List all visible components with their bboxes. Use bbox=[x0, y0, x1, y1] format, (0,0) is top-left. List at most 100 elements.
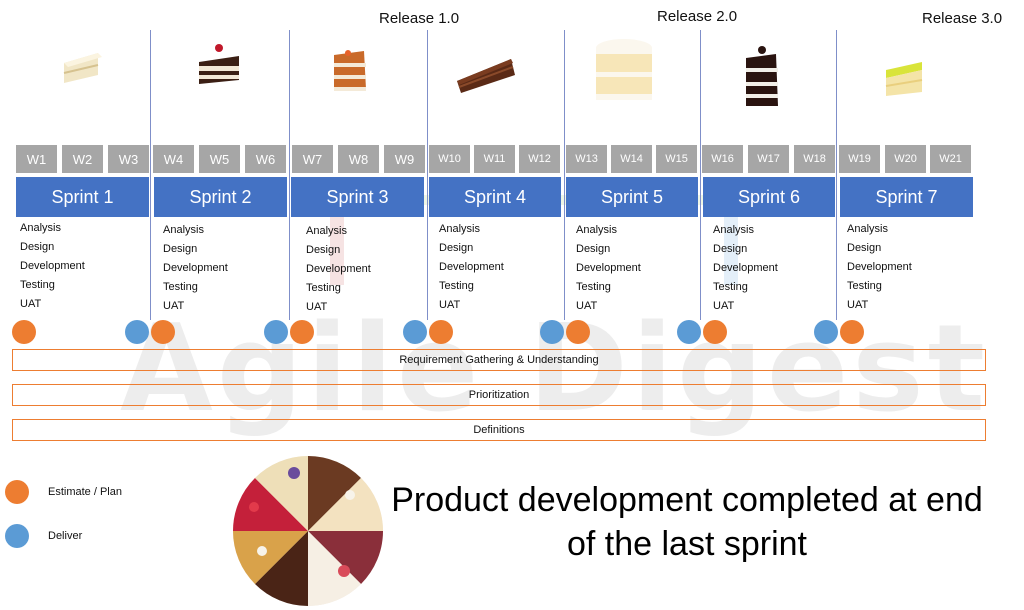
sprint-5-bar: Sprint 5 bbox=[566, 177, 698, 217]
activity-item: Design bbox=[847, 242, 882, 254]
sprint-2-bar: Sprint 2 bbox=[154, 177, 287, 217]
release-2-label: Release 2.0 bbox=[657, 8, 738, 25]
week-box: W3 bbox=[108, 145, 149, 173]
cake-slice-image bbox=[746, 46, 778, 106]
week-box: W1 bbox=[16, 145, 57, 173]
activity-item: Analysis bbox=[847, 223, 888, 235]
legend-estimate-label: Estimate / Plan bbox=[48, 486, 122, 498]
activity-item: Design bbox=[713, 243, 748, 255]
deliver-dot bbox=[677, 320, 701, 344]
week-box: W7 bbox=[292, 145, 333, 173]
week-box: W8 bbox=[338, 145, 379, 173]
activity-item: Development bbox=[306, 263, 371, 275]
deliver-dot bbox=[540, 320, 564, 344]
sprint-divider bbox=[564, 30, 565, 320]
activity-item: UAT bbox=[576, 300, 598, 312]
activity-item: Development bbox=[847, 261, 912, 273]
release-3-label: Release 3.0 bbox=[922, 10, 1003, 27]
deliver-dot bbox=[264, 320, 288, 344]
week-box: W10 bbox=[429, 145, 470, 173]
sprint-divider bbox=[289, 30, 290, 320]
activity-item: Development bbox=[439, 261, 504, 273]
week-box: W13 bbox=[566, 145, 607, 173]
week-box: W15 bbox=[656, 145, 697, 173]
activity-item: UAT bbox=[20, 298, 42, 310]
sprint-divider bbox=[700, 30, 701, 320]
deliver-dot bbox=[403, 320, 427, 344]
activity-item: Development bbox=[20, 260, 85, 272]
legend-deliver-label: Deliver bbox=[48, 530, 83, 542]
week-box: W14 bbox=[611, 145, 652, 173]
activity-list: Analysis Design Development Testing UAT bbox=[439, 220, 504, 315]
activity-item: Testing bbox=[847, 280, 882, 292]
week-box: W21 bbox=[930, 145, 971, 173]
activity-item: Analysis bbox=[20, 222, 61, 234]
activity-item: Development bbox=[713, 262, 778, 274]
activity-item: Analysis bbox=[306, 225, 347, 237]
sprint-1-bar: Sprint 1 bbox=[16, 177, 149, 217]
activity-list: Analysis Design Development Testing UAT bbox=[20, 219, 85, 314]
activity-item: Testing bbox=[576, 281, 611, 293]
deliver-dot bbox=[814, 320, 838, 344]
activity-item: Analysis bbox=[576, 224, 617, 236]
activity-item: Design bbox=[163, 243, 198, 255]
sprint-4-bar: Sprint 4 bbox=[429, 177, 561, 217]
legend-estimate-dot bbox=[5, 480, 29, 504]
activity-item: Analysis bbox=[163, 224, 204, 236]
activity-item: UAT bbox=[847, 299, 869, 311]
activity-item: Testing bbox=[439, 280, 474, 292]
sprint-divider bbox=[150, 30, 151, 320]
cake-slice-image bbox=[63, 53, 102, 83]
requirement-band: Requirement Gathering & Understanding bbox=[12, 349, 986, 371]
week-box: W16 bbox=[702, 145, 743, 173]
activity-item: Testing bbox=[306, 282, 341, 294]
activity-list: Analysis Design Development Testing UAT bbox=[576, 221, 641, 316]
activity-list: Analysis Design Development Testing UAT bbox=[713, 221, 778, 316]
activity-item: Development bbox=[163, 262, 228, 274]
cake-slice-image bbox=[596, 39, 652, 100]
estimate-dot bbox=[290, 320, 314, 344]
activity-item: Design bbox=[306, 244, 341, 256]
activity-item: Analysis bbox=[439, 223, 480, 235]
activity-item: UAT bbox=[163, 300, 185, 312]
estimate-dot bbox=[12, 320, 36, 344]
activity-list: Analysis Design Development Testing UAT bbox=[847, 220, 912, 315]
activity-item: UAT bbox=[713, 300, 735, 312]
activity-item: Testing bbox=[713, 281, 748, 293]
activity-item: UAT bbox=[439, 299, 461, 311]
activity-list: Analysis Design Development Testing UAT bbox=[306, 222, 371, 317]
cake-slice-image bbox=[885, 62, 923, 96]
legend-deliver-dot bbox=[5, 524, 29, 548]
release-1-label: Release 1.0 bbox=[379, 10, 460, 27]
activity-item: Testing bbox=[20, 279, 55, 291]
sprint-divider bbox=[836, 30, 837, 320]
week-box: W17 bbox=[748, 145, 789, 173]
activity-item: Design bbox=[439, 242, 474, 254]
week-box: W9 bbox=[384, 145, 425, 173]
week-box: W6 bbox=[245, 145, 286, 173]
week-box: W4 bbox=[153, 145, 194, 173]
week-box: W12 bbox=[519, 145, 560, 173]
cake-slice-image bbox=[334, 50, 366, 91]
cake-platter-image bbox=[233, 456, 383, 606]
sprint-6-bar: Sprint 6 bbox=[703, 177, 835, 217]
week-box: W11 bbox=[474, 145, 515, 173]
week-box: W2 bbox=[62, 145, 103, 173]
estimate-dot bbox=[566, 320, 590, 344]
activity-item: Testing bbox=[163, 281, 198, 293]
sprint-divider bbox=[427, 30, 428, 320]
activity-item: Design bbox=[576, 243, 611, 255]
activity-item: UAT bbox=[306, 301, 328, 313]
cake-slice-image bbox=[457, 59, 515, 93]
activity-item: Development bbox=[576, 262, 641, 274]
week-box: W20 bbox=[885, 145, 926, 173]
estimate-dot bbox=[703, 320, 727, 344]
week-box: W18 bbox=[794, 145, 835, 173]
sprint-7-bar: Sprint 7 bbox=[840, 177, 973, 217]
estimate-dot bbox=[840, 320, 864, 344]
estimate-dot bbox=[151, 320, 175, 344]
activity-item: Analysis bbox=[713, 224, 754, 236]
sprint-3-bar: Sprint 3 bbox=[291, 177, 424, 217]
definitions-band: Definitions bbox=[12, 419, 986, 441]
cake-slice-image bbox=[199, 44, 239, 84]
